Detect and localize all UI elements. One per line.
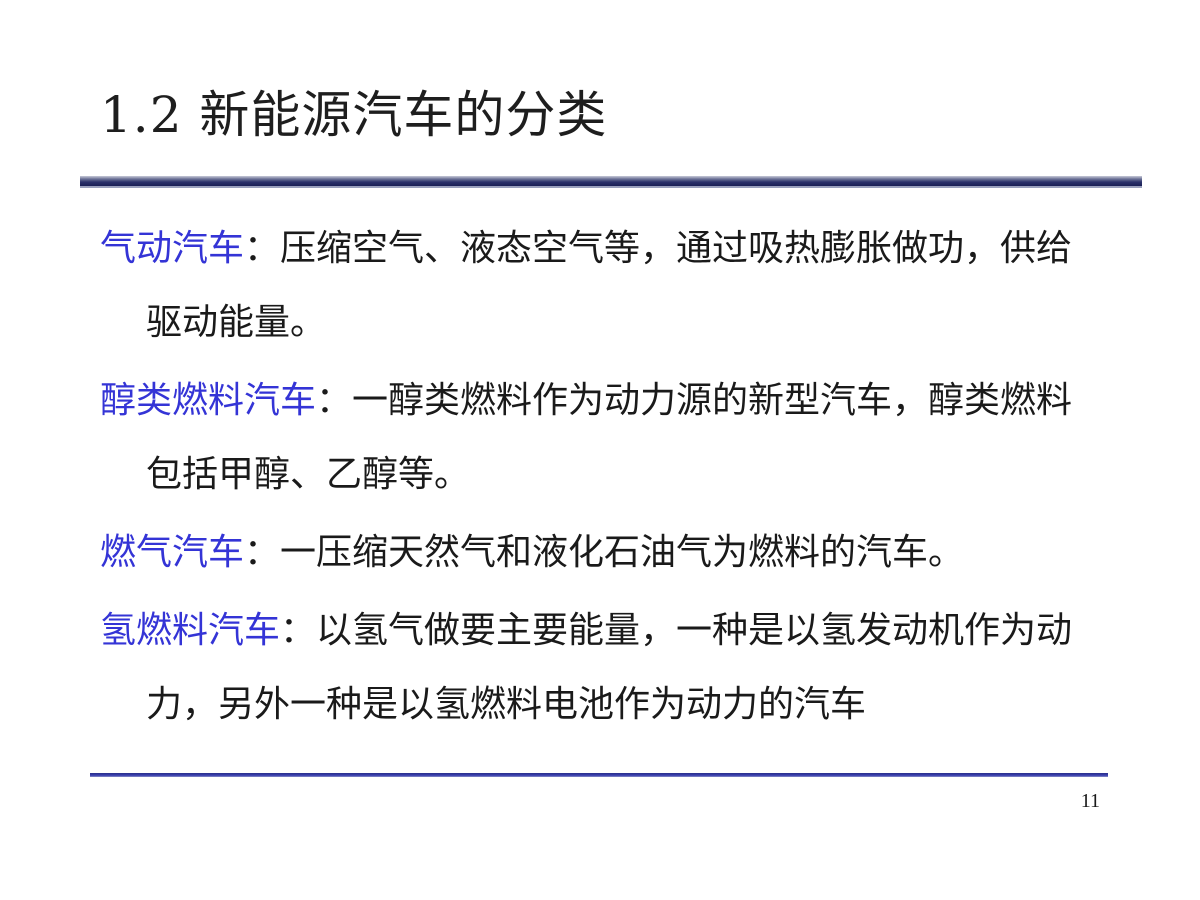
footer-divider [90,773,1108,777]
term-colon: ： [244,532,281,573]
slide-title: 1.2 新能源汽车的分类 [100,86,608,144]
list-item-pneumatic-car: 气动汽车：压缩空气、液态空气等，通过吸热膨胀做功，供给驱动能量。 [100,212,1080,360]
term-pneumatic-car: 气动汽车 [100,228,245,269]
list-item-hydrogen-fuel-car: 氢燃料汽车：以氢气做要主要能量，一种是以氢发动机作为动力，另外一种是以氢燃料电池… [100,594,1080,742]
desc-pneumatic-car: 压缩空气、液态空气等，通过吸热膨胀做功，供给驱动能量。 [146,228,1073,343]
term-colon: ： [244,228,281,269]
desc-hydrogen-fuel-car: 以氢气做要主要能量，一种是以氢发动机作为动力，另外一种是以氢燃料电池作为动力的汽… [146,610,1073,725]
title-divider [80,176,1142,186]
term-hydrogen-fuel-car: 氢燃料汽车 [100,610,281,651]
term-gas-car: 燃气汽车 [100,532,245,573]
page-number: 11 [1080,790,1100,812]
term-alcohol-fuel-car: 醇类燃料汽车 [100,380,317,421]
term-colon: ： [280,610,317,651]
content-list: 气动汽车：压缩空气、液态空气等，通过吸热膨胀做功，供给驱动能量。 醇类燃料汽车：… [100,212,1080,746]
title-divider-shadow [80,186,1142,188]
term-colon: ： [316,380,353,421]
desc-gas-car: 一压缩天然气和液化石油气为燃料的汽车。 [280,532,965,573]
list-item-gas-car: 燃气汽车：一压缩天然气和液化石油气为燃料的汽车。 [100,516,1080,590]
desc-alcohol-fuel-car: 一醇类燃料作为动力源的新型汽车，醇类燃料包括甲醇、乙醇等。 [146,380,1073,495]
list-item-alcohol-fuel-car: 醇类燃料汽车：一醇类燃料作为动力源的新型汽车，醇类燃料包括甲醇、乙醇等。 [100,364,1080,512]
